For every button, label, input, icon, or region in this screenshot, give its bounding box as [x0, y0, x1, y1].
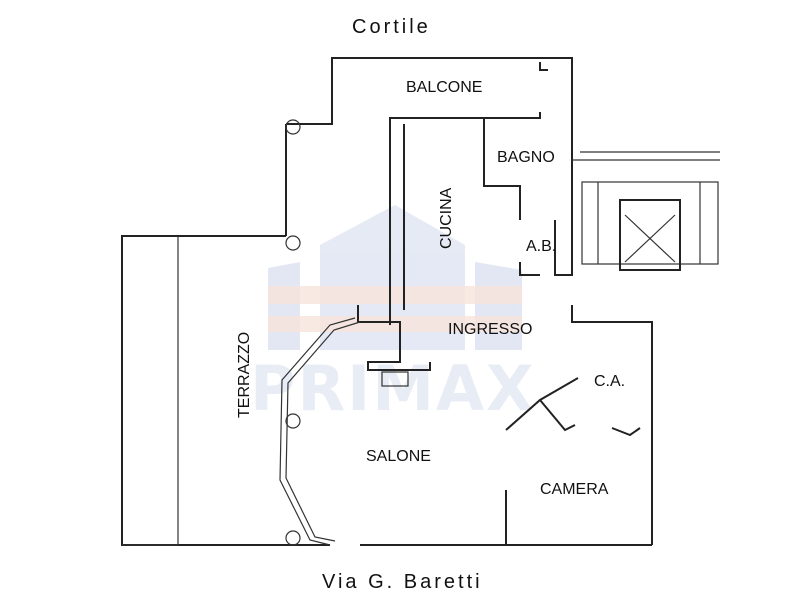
room-labels: Cortile BALCONE BAGNO CUCINA A.B. INGRES… — [236, 16, 625, 593]
room-cucina-label: CUCINA — [438, 187, 455, 249]
primax-watermark: PRIMAX — [250, 205, 536, 425]
room-terrazzo-label: TERRAZZO — [236, 332, 253, 418]
watermark-building-left — [268, 262, 300, 350]
street-top-label: Cortile — [352, 16, 431, 38]
room-salone-label: SALONE — [366, 448, 431, 465]
room-ca-label: C.A. — [594, 373, 625, 390]
room-ab-label: A.B. — [526, 238, 556, 255]
walls — [121, 57, 720, 546]
room-camera-label: CAMERA — [540, 481, 609, 498]
street-bottom-label: Via G. Baretti — [322, 571, 483, 593]
room-bagno-label: BAGNO — [497, 149, 555, 166]
watermark-building-right — [475, 262, 522, 350]
watermark-text: PRIMAX — [250, 352, 536, 425]
room-balcone-label: BALCONE — [406, 79, 482, 96]
watermark-building-center — [320, 205, 465, 350]
watermark-band-1 — [268, 286, 522, 304]
watermark-band-2 — [268, 316, 522, 332]
room-ingresso-label: INGRESSO — [448, 321, 532, 338]
